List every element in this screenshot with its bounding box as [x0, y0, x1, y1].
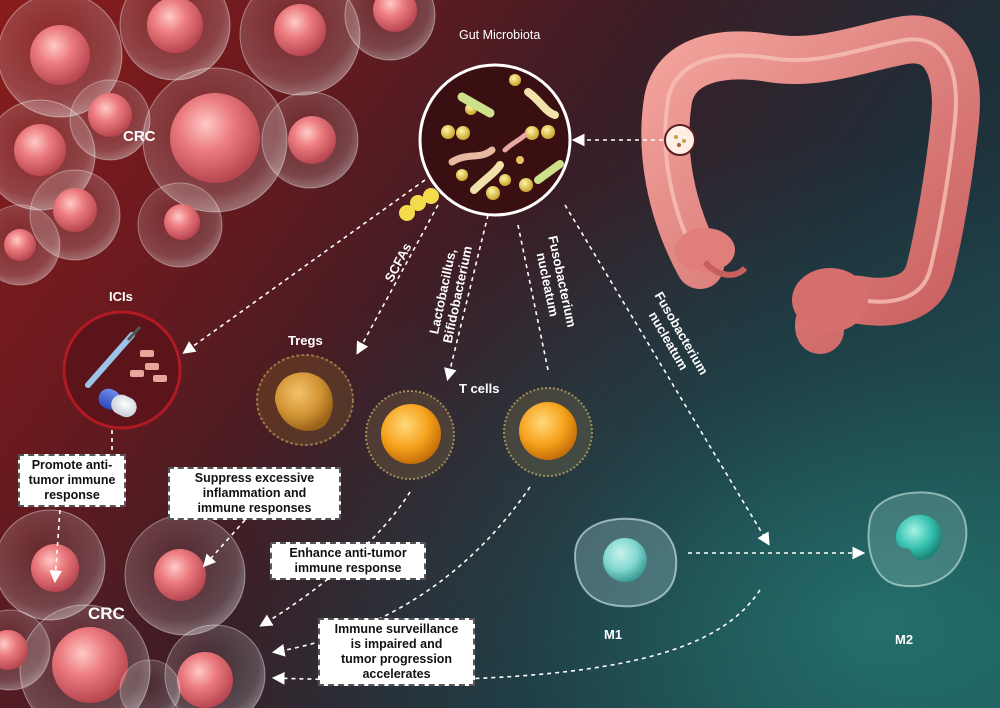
- surveillance-line-4: accelerates: [362, 667, 431, 681]
- colon-illustration: [641, 15, 980, 354]
- gut-microbiota-circle: [418, 63, 572, 217]
- promote-anti-tumor-box: Promote anti- tumor immune response: [18, 454, 126, 507]
- enhance-anti-tumor-box: Enhance anti-tumor immune response: [270, 542, 426, 580]
- gut-microbiota-label: Gut Microbiota: [459, 28, 541, 42]
- m1-label: M1: [604, 627, 623, 642]
- crc-label-bottom: CRC: [88, 604, 125, 623]
- enhance-line-2: immune response: [294, 561, 402, 575]
- m2-macrophage: [867, 491, 968, 588]
- tregs-label: Tregs: [288, 333, 323, 348]
- crc-tumor-cluster-top: [0, 0, 436, 286]
- m2-label: M2: [895, 632, 914, 647]
- icis-circle: [62, 310, 182, 430]
- suppress-line-3: immune responses: [197, 501, 312, 515]
- t-cells: [365, 387, 593, 480]
- surveillance-line-3: tumor progression: [340, 652, 453, 666]
- scfa-dots: [399, 188, 439, 221]
- crc-tumor-cluster-bottom: [0, 509, 266, 708]
- surveillance-line-1: Immune surveillance: [334, 622, 459, 636]
- suppress-inflammation-box: Suppress excessive inflammation and immu…: [168, 467, 341, 520]
- t-cells-label: T cells: [459, 381, 500, 396]
- treg-cell: [256, 354, 354, 446]
- surveillance-line-2: is impaired and: [350, 637, 443, 651]
- promote-line-3: response: [44, 488, 100, 502]
- suppress-line-2: inflammation and: [202, 486, 307, 500]
- immune-surveillance-box: Immune surveillance is impaired and tumo…: [318, 618, 475, 686]
- promote-line-1: Promote anti-: [31, 458, 113, 472]
- suppress-line-1: Suppress excessive: [194, 471, 315, 485]
- icis-label: ICIs: [109, 289, 133, 304]
- promote-line-2: tumor immune: [28, 473, 116, 487]
- crc-label-top: CRC: [123, 128, 156, 145]
- enhance-line-1: Enhance anti-tumor: [289, 546, 407, 560]
- m1-macrophage: [573, 517, 678, 608]
